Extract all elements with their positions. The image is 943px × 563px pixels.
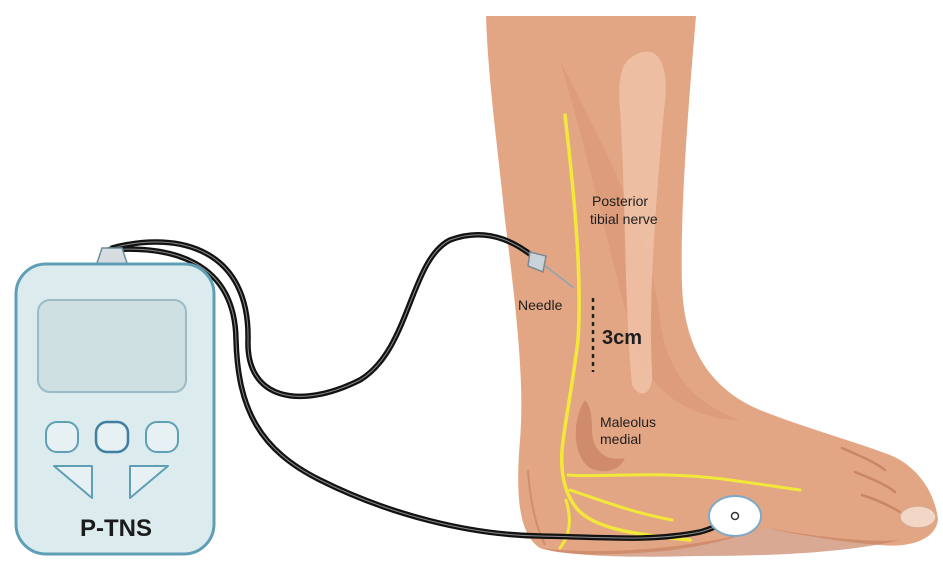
device-button-center	[96, 422, 128, 452]
device-button-left	[46, 422, 78, 452]
leg-silhouette	[486, 16, 938, 554]
nerve-label-line1: Posterior	[592, 193, 648, 209]
toenail	[900, 506, 936, 528]
ptns-device: P-TNS	[16, 248, 214, 554]
nerve-label-line2: tibial nerve	[590, 211, 658, 227]
device-name: P-TNS	[80, 515, 152, 542]
needle-label: Needle	[518, 297, 563, 313]
malleolus-label-line1: Maleolus	[600, 414, 656, 430]
malleolus-label-line2: medial	[600, 431, 641, 447]
leg-and-foot	[486, 16, 938, 557]
device-button-right	[146, 422, 178, 452]
electrode-pad	[709, 496, 761, 536]
surface-electrode	[709, 496, 761, 536]
distance-label: 3cm	[602, 327, 642, 349]
device-screen	[38, 300, 186, 392]
